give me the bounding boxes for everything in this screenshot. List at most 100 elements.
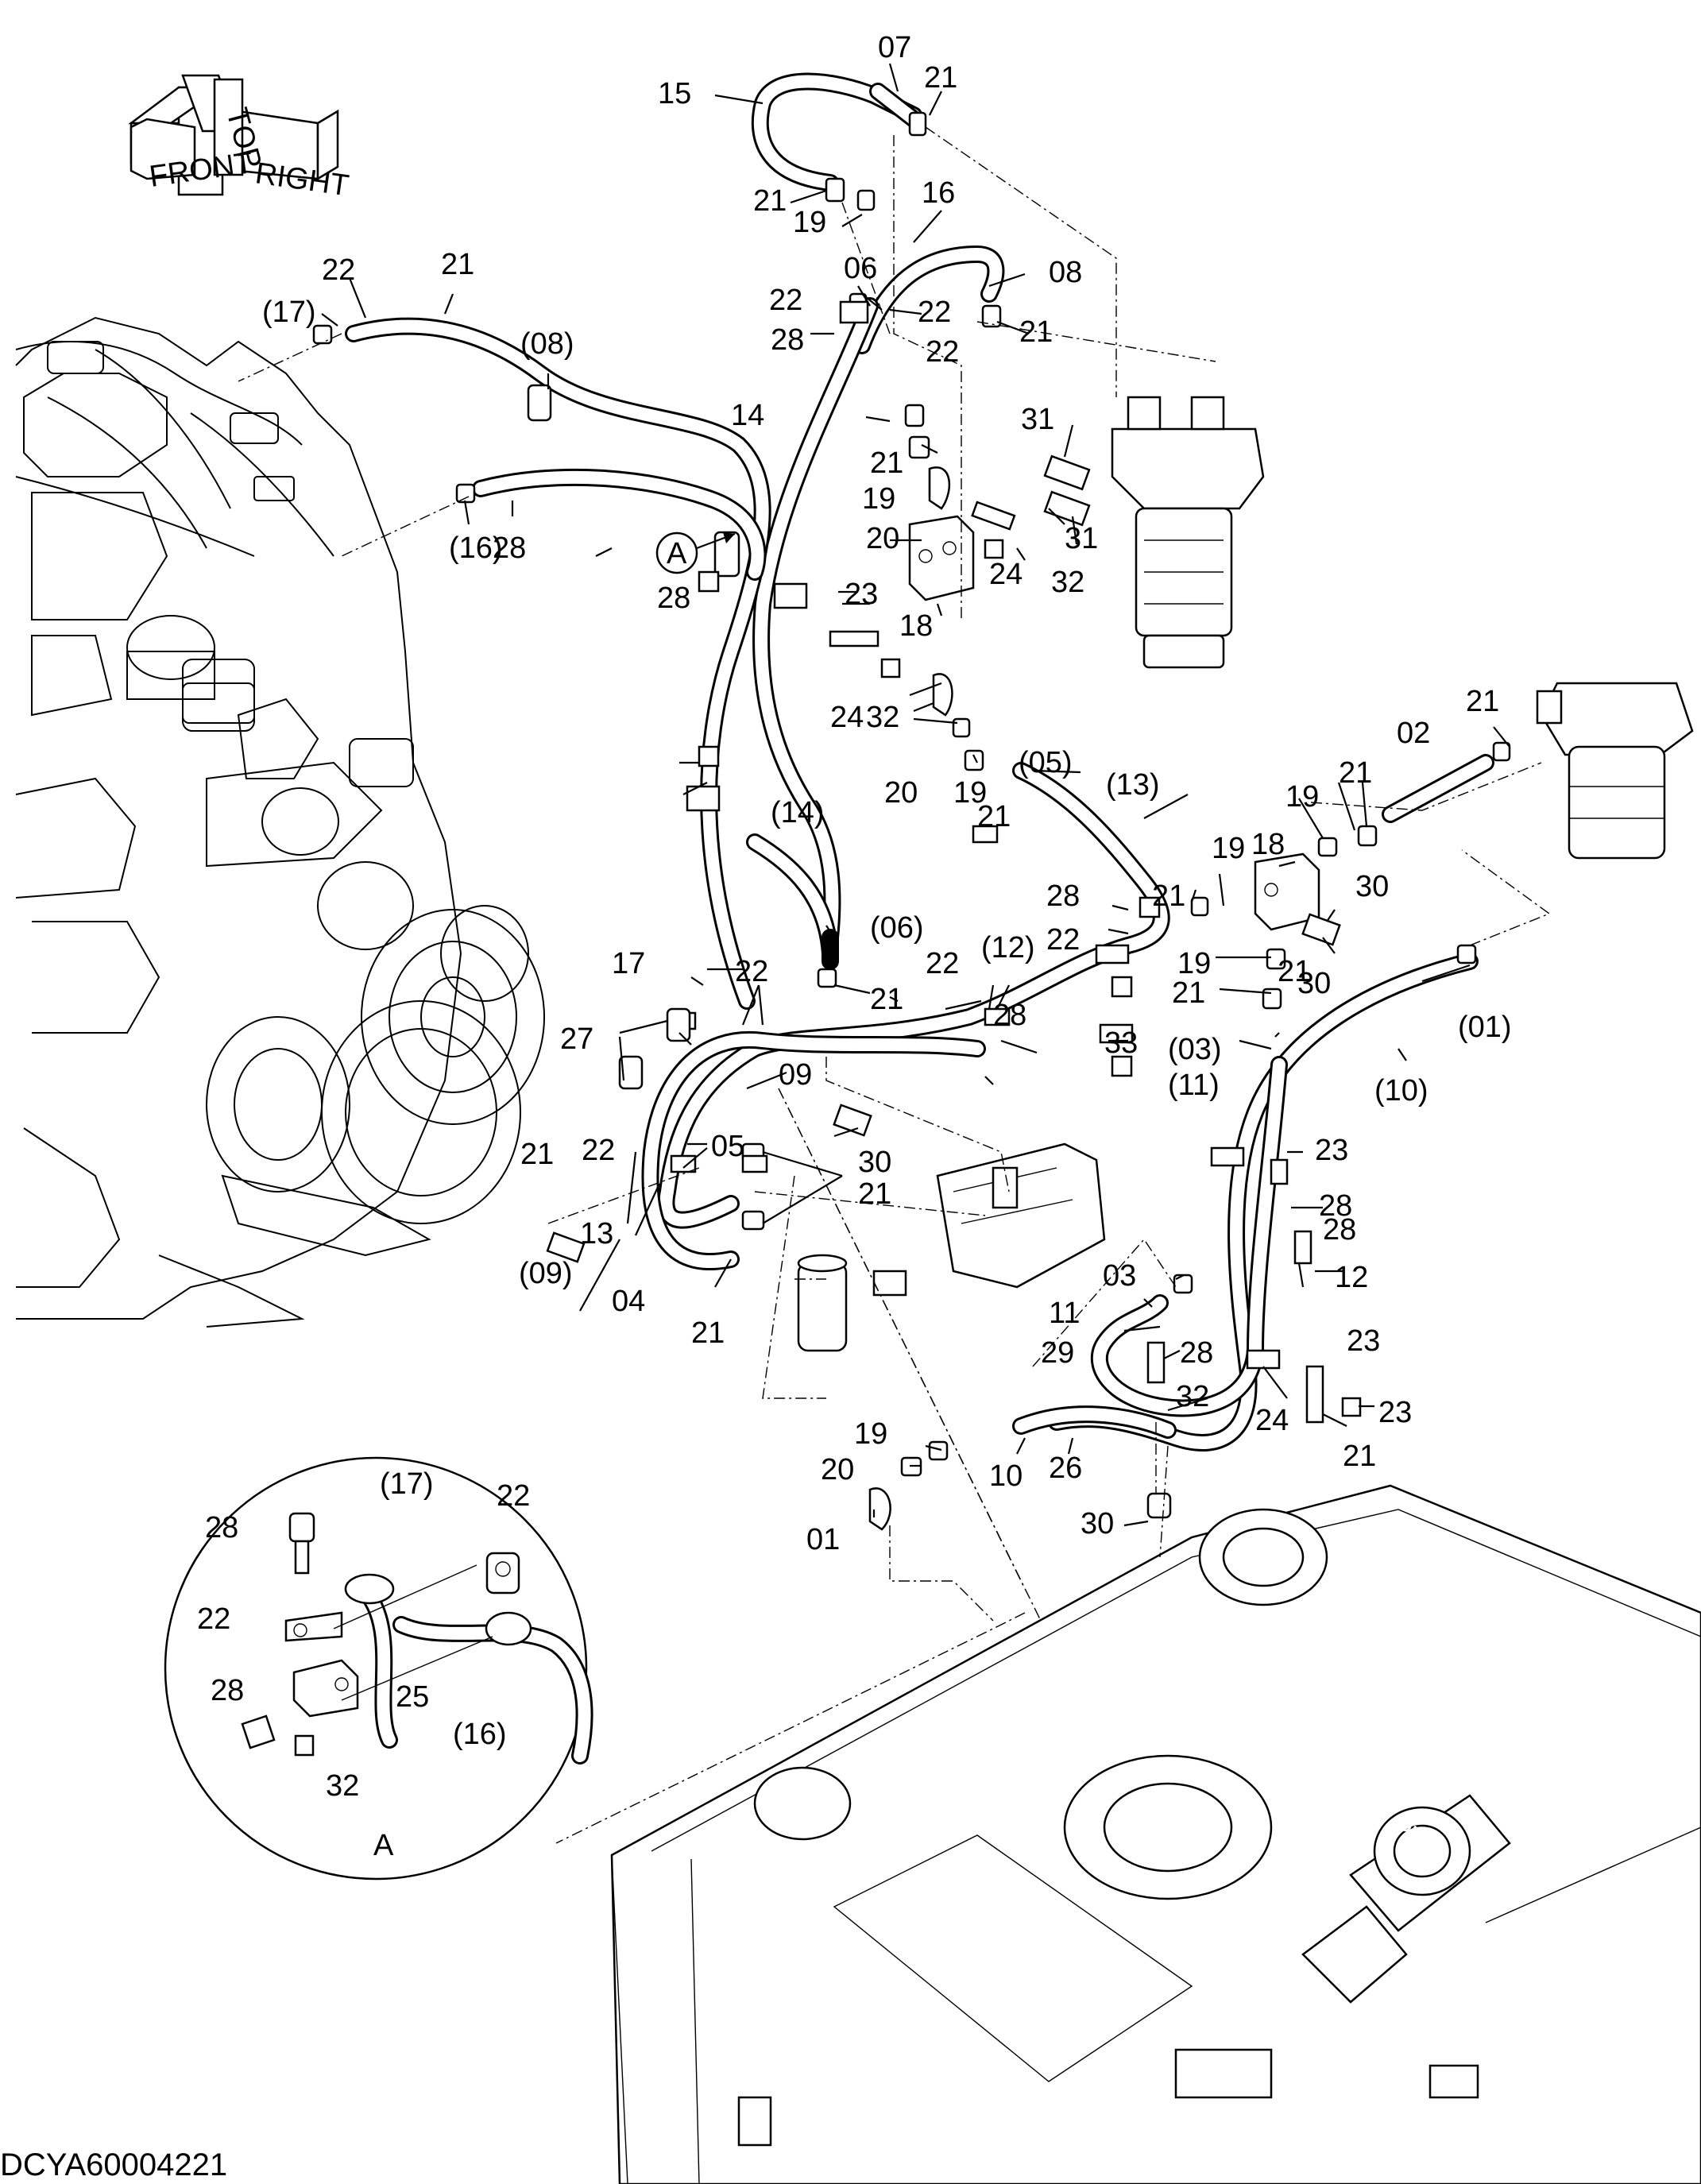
part-label: 28 [993, 999, 1026, 1032]
part-label: 02 [1397, 717, 1430, 750]
part-label: 30 [1081, 1507, 1114, 1540]
bolts [546, 454, 1362, 1417]
fuel-filter-upper [1111, 396, 1265, 669]
block-18-upper [908, 515, 975, 601]
part-label: (11) [1168, 1069, 1220, 1102]
part-label: 30 [1355, 870, 1389, 903]
detail-part-label: 32 [326, 1769, 359, 1803]
part-label: 32 [1051, 566, 1084, 599]
detail-a-callout-label: A [667, 537, 687, 570]
part-label: 22 [926, 335, 959, 369]
part-label: 10 [989, 1459, 1023, 1493]
hose-17 [345, 317, 771, 1010]
part-label: 19 [953, 776, 987, 810]
part-label: (17) [262, 296, 316, 329]
part-label: 28 [771, 323, 804, 357]
part-label: 21 [753, 184, 787, 218]
engine-illustration [15, 316, 545, 1328]
part-label: 30 [1297, 967, 1331, 1000]
part-label: 23 [845, 578, 878, 611]
part-label: 22 [735, 955, 768, 988]
part-label: 19 [862, 482, 895, 516]
part-label: 21 [1152, 879, 1185, 913]
detail-view-a [164, 1456, 593, 1881]
part-label: 24 [1255, 1404, 1289, 1437]
part-label: (03) [1168, 1033, 1222, 1066]
part-label: 21 [858, 1177, 891, 1211]
part-label: 31 [1065, 522, 1098, 555]
detail-part-label: (17) [380, 1467, 434, 1501]
part-label: 21 [441, 248, 474, 281]
pipe-07 [869, 83, 922, 128]
part-label: 27 [560, 1022, 593, 1056]
pipe-02 [1382, 754, 1494, 823]
part-label: 08 [1049, 256, 1082, 289]
part-label: 21 [520, 1138, 554, 1171]
part-label: 21 [1466, 685, 1499, 718]
detail-part-label: 28 [211, 1674, 244, 1707]
part-label: (10) [1374, 1074, 1428, 1107]
part-label: 04 [612, 1285, 645, 1318]
part-label: 18 [1251, 828, 1285, 861]
part-label: 21 [691, 1316, 725, 1350]
part-label: 23 [1347, 1324, 1380, 1358]
part-label: 12 [1335, 1261, 1368, 1294]
part-label: 28 [1046, 879, 1080, 913]
part-label: 21 [924, 61, 957, 95]
fuel-filter-lower [1536, 682, 1694, 860]
part-label: 13 [580, 1217, 613, 1250]
part-label: 21 [1278, 955, 1311, 988]
part-label: 06 [844, 252, 877, 285]
hose-14-lower [746, 833, 839, 962]
part-label: 22 [322, 253, 355, 287]
orientation-badge: FRONT TOP RIGHT [128, 74, 351, 203]
part-label: 32 [1176, 1380, 1209, 1413]
detail-part-label: 22 [197, 1602, 230, 1636]
part-label: 20 [821, 1453, 854, 1486]
part-label: 22 [926, 947, 959, 980]
part-label: 30 [858, 1146, 891, 1179]
part-label: 19 [793, 206, 826, 239]
part-label: 21 [1343, 1440, 1376, 1473]
part-label: 21 [977, 800, 1011, 833]
part-label: (14) [771, 796, 825, 829]
part-label: 28 [1319, 1189, 1352, 1223]
hose-14 [752, 297, 879, 946]
part-label: 14 [731, 399, 764, 432]
part-label: 19 [854, 1417, 887, 1451]
part-label: 28 [1180, 1336, 1213, 1370]
part-label: 19 [1212, 832, 1245, 865]
filter-housing-09 [797, 1254, 907, 1352]
clamps-and-brackets [527, 300, 1324, 1519]
part-label: 20 [884, 776, 918, 810]
part-label: 21 [870, 983, 903, 1016]
part-label: 22 [582, 1134, 615, 1167]
part-label: (12) [981, 931, 1035, 964]
part-label: 05 [711, 1130, 744, 1163]
part-label: (05) [1019, 746, 1073, 779]
part-label: 22 [1046, 923, 1080, 957]
detail-part-label: 28 [205, 1511, 238, 1544]
part-label: (06) [870, 911, 924, 945]
part-label: 32 [866, 701, 899, 734]
part-label: (16) [449, 532, 503, 565]
detail-part-label: A [373, 1829, 394, 1862]
part-label: 28 [657, 582, 690, 615]
part-label: 21 [1019, 315, 1053, 349]
part-label: 18 [899, 609, 933, 643]
part-label: 28 [1323, 1213, 1356, 1247]
part-label: 20 [866, 522, 899, 555]
hose-01 [1012, 1405, 1177, 1439]
part-label: (01) [1458, 1011, 1512, 1044]
part-label: 09 [779, 1058, 812, 1092]
fuel-tank: DIESEL [610, 1484, 1701, 2184]
part-label: 19 [1177, 947, 1211, 980]
document-id: DCYA60004221 [0, 2147, 227, 2182]
part-label: 33 [1104, 1026, 1138, 1060]
part-label: 22 [769, 284, 802, 317]
part-label: 01 [806, 1523, 840, 1556]
part-label: 24 [989, 558, 1023, 591]
part-label: 03 [1103, 1259, 1136, 1293]
